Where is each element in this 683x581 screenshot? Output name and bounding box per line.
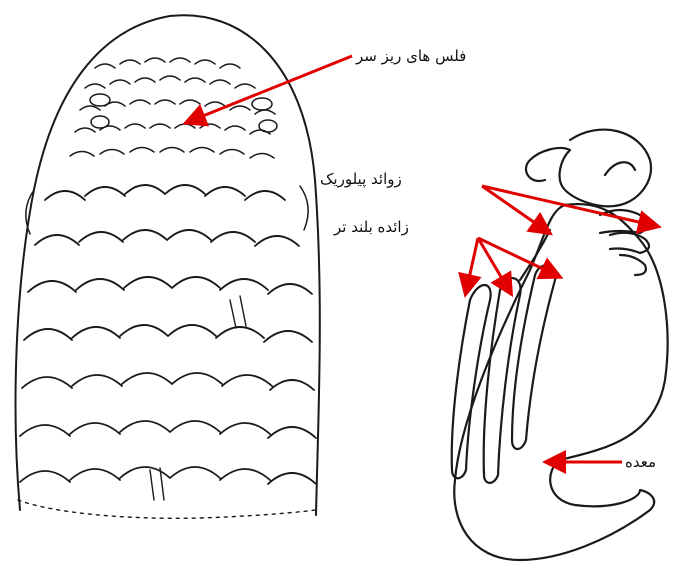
body-scales <box>20 185 316 500</box>
head-outline <box>16 15 320 515</box>
label-head-scales: فلس های ریز سر <box>356 49 466 64</box>
pyloric-loop <box>526 130 651 207</box>
arrow-head-scales <box>188 56 352 122</box>
arrow-longer-1 <box>466 238 478 292</box>
label-stomach: معده <box>625 455 656 470</box>
small-head-scales <box>70 58 277 158</box>
label-longer-appendage: زائده بلند تر <box>334 220 409 235</box>
label-pyloric-caeca: زوائد پیلوریک <box>320 172 402 187</box>
fish-head-drawing <box>16 15 320 518</box>
annotation-arrows <box>188 56 656 462</box>
stomach-drawing <box>452 130 668 560</box>
